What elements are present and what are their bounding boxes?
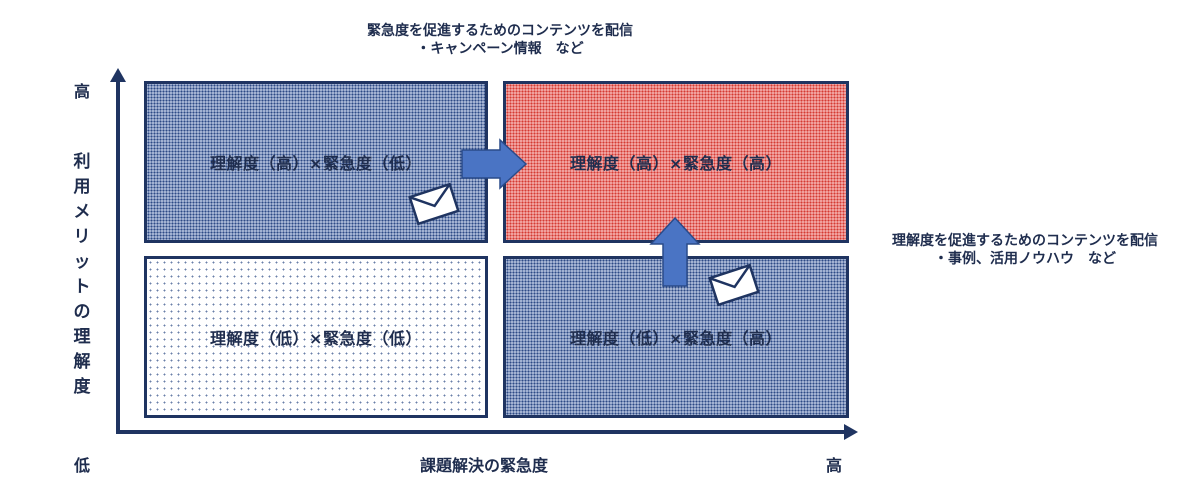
y-axis-title: 利用メリットの理解度 [73, 152, 91, 397]
top-caption: 緊急度を促進するためのコンテンツを配信 ・キャンペーン情報 など [300, 22, 700, 58]
y-axis-arrowhead [110, 68, 126, 82]
top-caption-line2: ・キャンペーン情報 など [416, 41, 584, 57]
y-axis-low-label: 低 [74, 456, 91, 475]
envelope-icon [708, 263, 760, 307]
envelope-icon [408, 182, 460, 226]
x-axis-high-label: 高 [826, 456, 843, 475]
arrow-up-icon [649, 216, 701, 287]
x-axis-title: 課題解決の緊急度 [420, 456, 549, 475]
quadrant-bottom-left-label: 理解度（低）×緊急度（低） [210, 329, 422, 348]
y-axis-high-label: 高 [74, 82, 91, 101]
quadrant-top-left: 理解度（高）×緊急度（低） [144, 81, 488, 243]
right-caption-line2: ・事例、活用ノウハウ など [934, 251, 1116, 267]
arrow-right-icon [461, 138, 528, 190]
quadrant-top-right-label: 理解度（高）×緊急度（高） [570, 154, 782, 173]
quadrant-top-left-label: 理解度（高）×緊急度（低） [210, 154, 422, 173]
quadrant-bottom-right: 理解度（低）×緊急度（高） [503, 256, 849, 418]
x-axis-arrowhead [844, 424, 858, 440]
quadrant-bottom-left: 理解度（低）×緊急度（低） [144, 256, 488, 418]
right-caption: 理解度を促進するためのコンテンツを配信 ・事例、活用ノウハウ など [855, 232, 1195, 268]
top-caption-line1: 緊急度を促進するためのコンテンツを配信 [367, 23, 633, 39]
quadrant-bottom-right-label: 理解度（低）×緊急度（高） [570, 329, 782, 348]
right-caption-line1: 理解度を促進するためのコンテンツを配信 [892, 233, 1158, 249]
